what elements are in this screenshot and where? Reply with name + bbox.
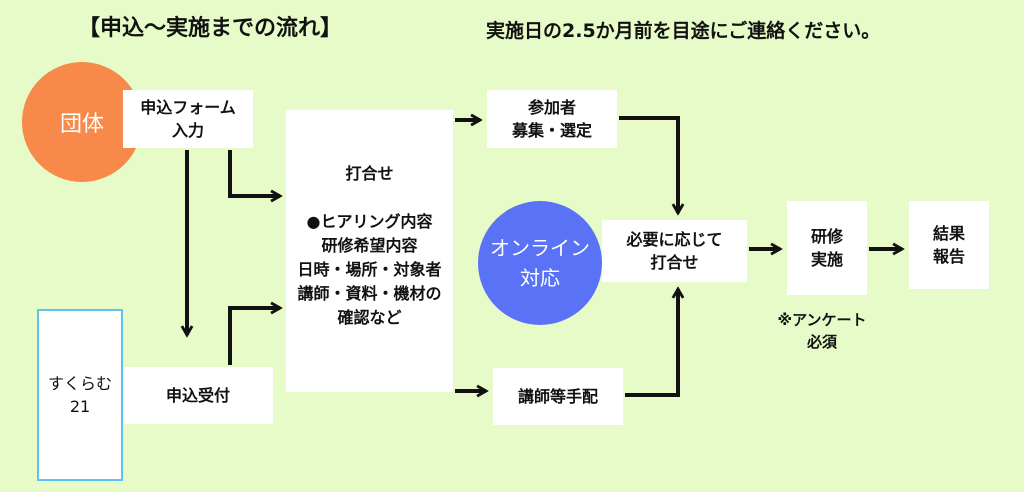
arrow-instructor-to-meeting2 xyxy=(625,289,678,397)
online-label: オンライン 対応 xyxy=(490,236,590,290)
step-training-label: 研修 実施 xyxy=(810,226,843,269)
survey-note: ※アンケート 必須 xyxy=(777,311,867,351)
step-apply-form: 申込フォーム 入力 xyxy=(123,90,253,148)
arrow-participants-to-meeting2 xyxy=(619,116,678,213)
group-label: 団体 xyxy=(59,112,104,137)
step-meeting-as-needed-label: 必要に応じて 打合せ xyxy=(626,229,723,272)
step-reception: 申込受付 xyxy=(123,367,273,424)
group-circle: 団体 xyxy=(22,62,142,182)
sukuramu-box: すくらむ 21 xyxy=(37,309,123,481)
step-report-label: 結果 報告 xyxy=(932,223,965,266)
step-report: 結果 報告 xyxy=(909,201,989,289)
step-participants-label: 参加者 募集・選定 xyxy=(511,97,592,140)
arrow-form-to-meeting xyxy=(228,150,280,196)
step-apply-form-label: 申込フォーム 入力 xyxy=(140,97,236,140)
step-instructor-label: 講師等手配 xyxy=(517,386,598,406)
step-meeting: 打合せ ●ヒアリング内容 研修希望内容 日時・場所・対象者 講師・資料・機材の … xyxy=(286,110,453,392)
step-reception-label: 申込受付 xyxy=(165,385,230,405)
step-training: 研修 実施 xyxy=(787,201,867,295)
step-instructor: 講師等手配 xyxy=(493,368,623,425)
sukuramu-label: すくらむ 21 xyxy=(47,373,112,416)
online-circle: オンライン 対応 xyxy=(478,201,602,325)
page-title: 【申込～実施までの流れ】 xyxy=(78,16,343,41)
step-participants: 参加者 募集・選定 xyxy=(487,90,617,148)
arrow-reception-to-meeting xyxy=(228,308,280,365)
contact-note: 実施日の2.5か月前を目途にご連絡ください。 xyxy=(486,20,881,42)
step-meeting-label: 打合せ ●ヒアリング内容 研修希望内容 日時・場所・対象者 講師・資料・機材の … xyxy=(297,164,442,327)
step-meeting-as-needed: 必要に応じて 打合せ xyxy=(602,220,747,282)
